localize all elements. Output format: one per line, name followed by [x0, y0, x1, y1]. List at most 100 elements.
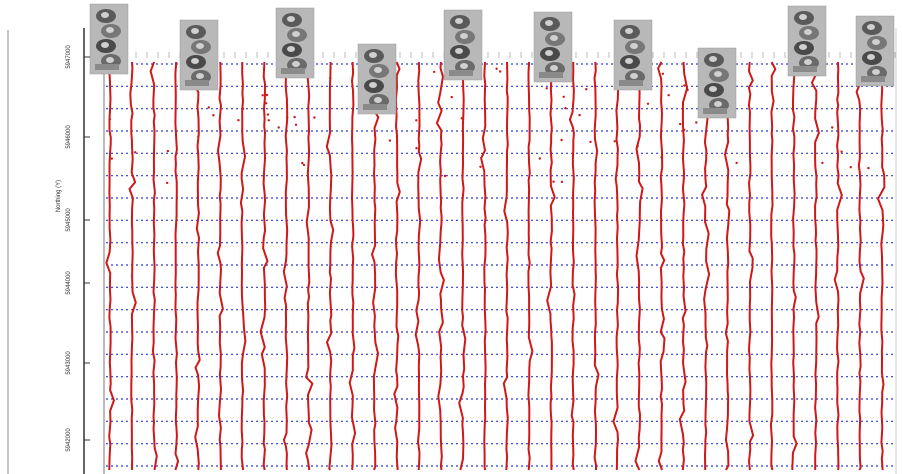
- track-line: [833, 61, 843, 471]
- track-point: [443, 174, 447, 178]
- track-point: [636, 144, 639, 148]
- track-point: [265, 102, 268, 105]
- track-point: [415, 119, 418, 122]
- track-point: [166, 181, 169, 185]
- y-axis-label: Northing (Y): [56, 180, 62, 212]
- sample-thumbnail: [275, 7, 315, 79]
- track-line: [149, 61, 158, 471]
- track-point: [293, 115, 296, 119]
- tracks: [105, 61, 886, 471]
- track-line: [239, 61, 247, 471]
- track-point: [821, 161, 824, 165]
- track-line: [855, 61, 865, 471]
- track-point: [545, 87, 548, 90]
- track-line: [259, 61, 269, 471]
- track-line: [128, 61, 137, 471]
- track-point: [197, 135, 200, 138]
- track-point: [538, 157, 541, 160]
- y-tick-label: 5946000: [66, 125, 72, 149]
- track-line: [458, 61, 467, 471]
- track-point: [814, 107, 817, 110]
- track-point: [683, 128, 686, 131]
- track-line: [747, 61, 755, 471]
- track-line: [282, 61, 290, 471]
- track-point: [329, 77, 332, 80]
- track-point: [301, 161, 304, 165]
- y-tick-label: 5942000: [66, 428, 72, 452]
- track-line: [593, 61, 600, 470]
- track-line: [502, 61, 509, 471]
- track-line: [348, 61, 357, 471]
- track-point: [134, 151, 137, 154]
- track-line: [174, 61, 180, 471]
- track-line: [325, 61, 335, 471]
- track-point: [552, 180, 555, 183]
- frame-lines: [7, 28, 897, 474]
- track-point: [207, 106, 210, 109]
- track-point: [286, 116, 289, 119]
- track-point: [237, 119, 240, 122]
- track-line: [678, 61, 689, 471]
- track-point: [460, 117, 463, 120]
- track-point: [479, 165, 482, 168]
- track-line: [546, 61, 556, 471]
- track-point: [294, 123, 298, 127]
- track-point: [212, 114, 215, 117]
- track-point: [313, 116, 316, 119]
- thumbnails: [89, 3, 895, 119]
- track-point: [261, 94, 264, 97]
- track-point: [166, 149, 170, 153]
- y-tick-label: 5945000: [66, 208, 72, 232]
- track-point: [613, 140, 616, 143]
- track-point: [266, 113, 270, 116]
- track-point: [277, 126, 280, 129]
- track-point: [560, 138, 563, 142]
- sample-thumbnail: [89, 3, 129, 75]
- track-point: [302, 163, 306, 167]
- track-line: [370, 61, 380, 471]
- track-point: [241, 107, 245, 111]
- track-point: [110, 157, 114, 160]
- track-line: [657, 61, 666, 471]
- track-line: [305, 61, 314, 471]
- track-line: [216, 61, 224, 471]
- track-point: [265, 93, 269, 97]
- sample-thumbnail: [613, 19, 653, 91]
- track-point: [667, 94, 670, 97]
- y-axis-ticks: 5947000594600059450005944000594300059420…: [66, 45, 90, 452]
- track-line: [105, 61, 115, 471]
- sample-thumbnail: [697, 47, 737, 119]
- track-point: [867, 166, 870, 170]
- track-line: [527, 61, 534, 471]
- track-line: [568, 61, 576, 471]
- track-point: [849, 166, 852, 169]
- track-point: [560, 180, 564, 184]
- track-point: [646, 102, 650, 106]
- track-point: [686, 88, 689, 92]
- track-point: [683, 84, 686, 87]
- track-line: [791, 61, 798, 471]
- track-line: [877, 62, 886, 471]
- gridlines: [106, 52, 896, 467]
- track-line: [634, 61, 644, 471]
- sample-thumbnail: [787, 5, 827, 77]
- track-point: [388, 139, 392, 142]
- track-line: [435, 61, 445, 471]
- track-line: [480, 61, 487, 471]
- track-line: [193, 61, 201, 471]
- track-line: [393, 61, 401, 471]
- track-point: [564, 107, 567, 110]
- track-point: [589, 140, 592, 144]
- track-point: [695, 121, 698, 124]
- track-point: [661, 72, 665, 76]
- track-line: [612, 62, 620, 471]
- track-point: [499, 70, 502, 73]
- sample-thumbnail: [179, 19, 219, 91]
- track-point: [415, 147, 418, 150]
- track-point: [562, 95, 565, 99]
- track-point: [450, 95, 453, 99]
- track-point: [679, 122, 682, 126]
- track-line: [414, 61, 423, 471]
- track-point: [578, 113, 581, 117]
